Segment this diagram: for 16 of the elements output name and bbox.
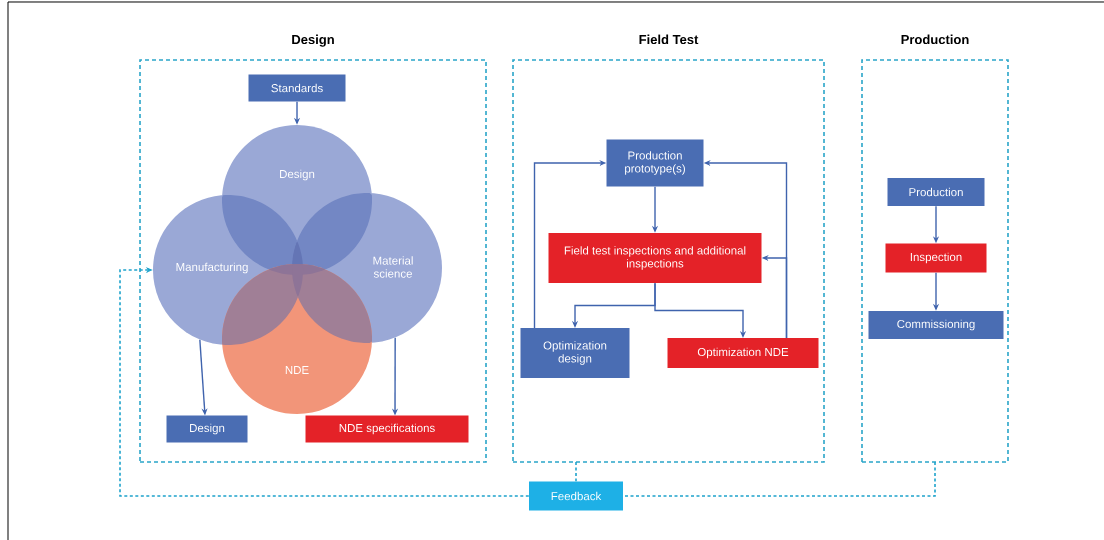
process-box: NDE specifications <box>305 415 469 443</box>
process-box: Optimization NDE <box>667 338 819 368</box>
process-box: Standards <box>248 74 346 102</box>
arrow <box>654 282 747 338</box>
node-label: Production <box>901 34 969 45</box>
process-box: Design <box>166 415 248 443</box>
feedback-box: Feedback <box>529 481 623 511</box>
process-box: Production <box>887 178 985 206</box>
node-label: Field Test <box>639 34 699 45</box>
process-box: Optimization design <box>520 328 630 378</box>
process-box: Commissioning <box>868 311 1004 339</box>
process-box: Field test inspections and additional inspections <box>548 233 762 283</box>
process-box: Inspection <box>885 243 987 273</box>
process-box: Production prototype(s) <box>606 139 704 187</box>
arrow <box>119 266 530 497</box>
node-label: Design <box>292 34 334 47</box>
